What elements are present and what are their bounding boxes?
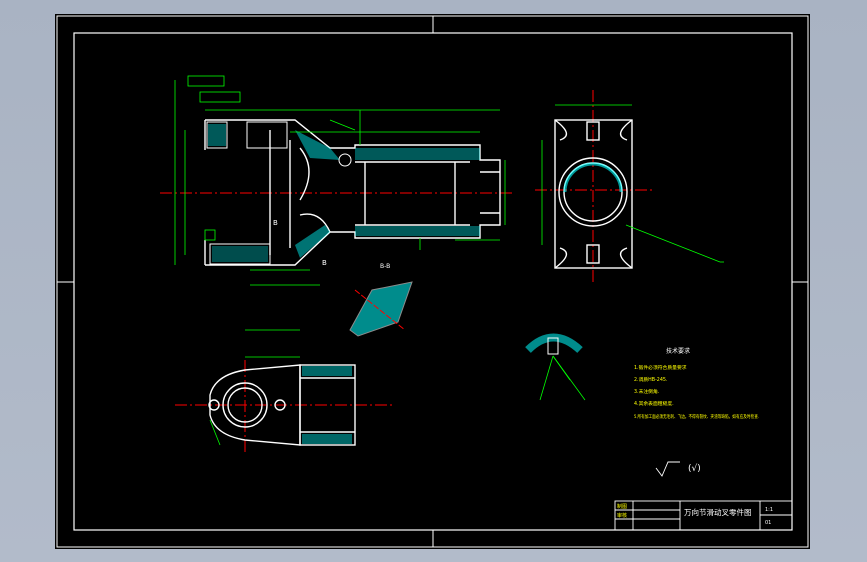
side-view — [535, 90, 724, 285]
section-label-b-bottom: B — [322, 259, 327, 267]
detail-view — [525, 333, 586, 401]
title-row-check: 审核 — [617, 512, 627, 519]
title-row-draw: 制图 — [617, 503, 627, 510]
dimension-lines — [174, 80, 506, 286]
centering-marks — [57, 16, 808, 547]
surface-finish-symbol: (√) — [655, 461, 701, 477]
tech-item-3: 3.未注倒角. — [634, 388, 659, 395]
drawing-title: 万向节滑动叉零件图 — [684, 507, 752, 517]
tech-item-2: 2.调质HB-245. — [634, 376, 667, 383]
tech-item-5: 5.所有加工面必须无毛刺、飞边。不得有裂纹、夹渣等缺陷，如有应及时检查. — [634, 413, 759, 420]
title-block — [614, 500, 793, 531]
section-label-bb: B-B — [380, 263, 390, 270]
oil-hole — [338, 153, 352, 167]
main-view: B B — [160, 75, 515, 286]
tech-item-1: 1.锻件必须符合质量要求 — [634, 364, 687, 371]
section-label-b-top: B — [273, 219, 278, 227]
inner-border — [73, 32, 793, 531]
tech-heading: 技术要求 — [666, 347, 690, 355]
body-outline — [204, 119, 501, 266]
surface-finish-note: (√) — [688, 463, 701, 474]
tech-requirements: 技术要求 1.锻件必须符合质量要求 2.调质HB-245. 3.未注倒角. 4.… — [634, 347, 759, 420]
section-b-b: B-B — [349, 263, 413, 337]
hatch-regions — [206, 121, 480, 265]
drawing-sheet-number: 01 — [765, 520, 771, 526]
top-view — [175, 329, 395, 455]
drawing-sheet — [55, 14, 810, 549]
tech-item-4: 4.其余表面粗糙度. — [634, 400, 674, 407]
tolerance-frames — [187, 75, 241, 241]
drawing-scale: 1:1 — [765, 507, 773, 513]
